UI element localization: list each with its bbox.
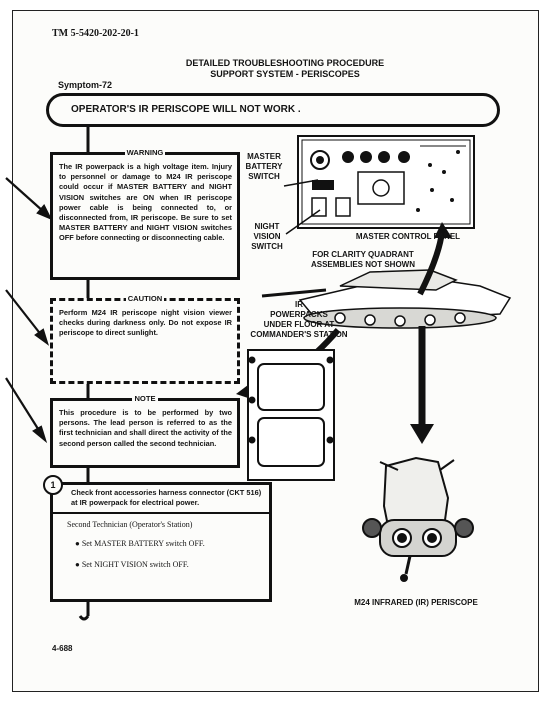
powerpack-drawing xyxy=(248,350,334,480)
periscope-caption: M24 INFRARED (IR) PERISCOPE xyxy=(326,598,506,608)
powerpack-caption: IR POWERPACKS UNDER FLOOR AT COMMANDER'S… xyxy=(240,300,358,340)
page-number: 4-688 xyxy=(52,644,72,653)
pp-line-3: UNDER FLOOR AT xyxy=(240,320,358,330)
night-vision-callout: NIGHT VISION SWITCH xyxy=(244,222,290,252)
mb-line-2: BATTERY xyxy=(236,162,292,172)
periscope-drawing xyxy=(363,458,473,581)
clarity-line-1: FOR CLARITY QUADRANT xyxy=(298,250,428,260)
master-battery-callout: MASTER BATTERY SWITCH xyxy=(236,152,292,182)
clarity-note: FOR CLARITY QUADRANT ASSEMBLIES NOT SHOW… xyxy=(298,250,428,270)
mb-line-3: SWITCH xyxy=(236,172,292,182)
mb-line-1: MASTER xyxy=(236,152,292,162)
pp-line-4: COMMANDER'S STATION xyxy=(240,330,358,340)
nv-line-2: VISION xyxy=(244,232,290,242)
pp-line-1: IR xyxy=(240,300,358,310)
nv-line-3: SWITCH xyxy=(244,242,290,252)
pp-line-2: POWERPACKS xyxy=(240,310,358,320)
master-control-panel-drawing xyxy=(298,136,474,228)
nv-line-1: NIGHT xyxy=(244,222,290,232)
clarity-line-2: ASSEMBLIES NOT SHOWN xyxy=(298,260,428,270)
panel-caption: MASTER CONTROL PANEL xyxy=(338,232,478,242)
